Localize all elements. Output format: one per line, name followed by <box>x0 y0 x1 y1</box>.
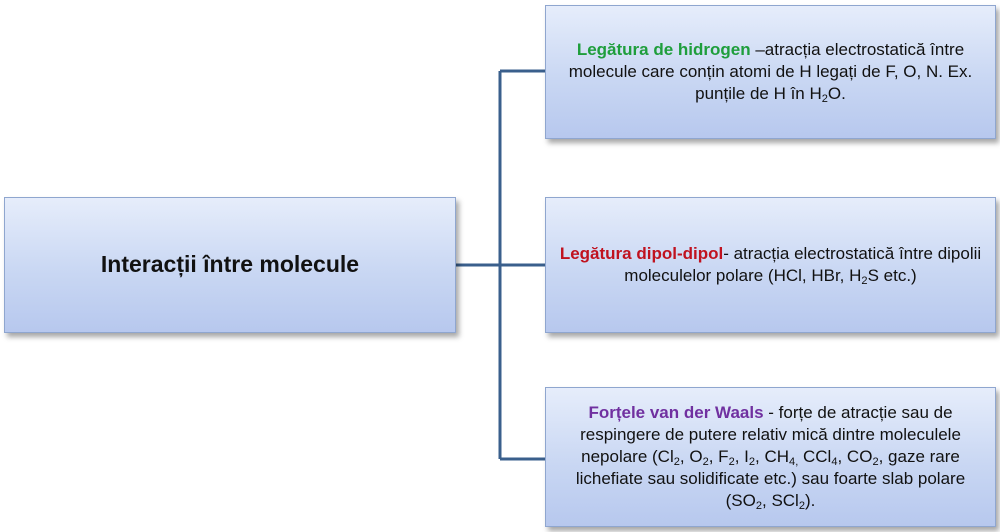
text-fragment: , F <box>708 446 729 466</box>
dipole-dipole-box: Legătura dipol-dipol- atracția electrost… <box>545 197 996 333</box>
hydrogen-bond-title: Legătura de hidrogen <box>576 39 751 59</box>
text-fragment: - atracția electrostatică între dipolii … <box>624 243 982 285</box>
text-fragment: , CO <box>837 446 873 466</box>
subscript: 2 <box>702 455 709 468</box>
text-fragment: , CH <box>755 446 790 466</box>
van-der-waals-text: Forțele van der Waals - forțe de atracți… <box>554 402 987 512</box>
subscript: 2 <box>872 455 879 468</box>
text-fragment: , SCl <box>762 491 799 511</box>
subscript: 2 <box>673 455 680 468</box>
subscript: 4 <box>831 455 838 468</box>
text-fragment: S etc.) <box>867 266 917 285</box>
van-der-waals-box: Forțele van der Waals - forțe de atracți… <box>545 387 996 527</box>
text-fragment: - forțe de atracție sau de respingere de… <box>580 402 961 466</box>
central-label: Interacții între molecule <box>100 251 360 278</box>
text-fragment: , gaze rare lichefiate sau solidificate … <box>575 446 966 511</box>
subscript: 2 <box>861 274 868 287</box>
dipole-dipole-desc: - atracția electrostatică între dipolii … <box>624 243 982 287</box>
subscript: 4, <box>789 455 799 468</box>
dipole-dipole-title: Legătura dipol-dipol <box>559 243 724 263</box>
subscript: 2 <box>755 499 762 512</box>
hydrogen-bond-box: Legătura de hidrogen –atracția electrost… <box>545 5 996 139</box>
text-fragment: , O <box>679 446 703 466</box>
central-node: Interacții între molecule <box>4 197 456 333</box>
connector-trunk <box>456 69 545 461</box>
subscript: 2 <box>748 455 756 468</box>
text-fragment: ). <box>805 491 816 511</box>
text-fragment: –atracția electrostatică între molecule … <box>568 39 973 104</box>
text-fragment: CCl <box>798 446 832 466</box>
subscript: 2 <box>821 92 828 105</box>
text-fragment: O. <box>827 84 846 104</box>
dipole-dipole-text: Legătura dipol-dipol- atracția electrost… <box>554 243 987 287</box>
subscript: 2 <box>728 455 735 468</box>
subscript: 2 <box>798 499 805 512</box>
van-der-waals-title: Forțele van der Waals <box>588 402 764 422</box>
text-fragment: , I <box>734 446 749 466</box>
hydrogen-bond-text: Legătura de hidrogen –atracția electrost… <box>554 39 987 105</box>
hydrogen-bond-desc: –atracția electrostatică între molecule … <box>568 39 973 105</box>
van-der-waals-desc: - forțe de atracție sau de respingere de… <box>575 402 966 512</box>
